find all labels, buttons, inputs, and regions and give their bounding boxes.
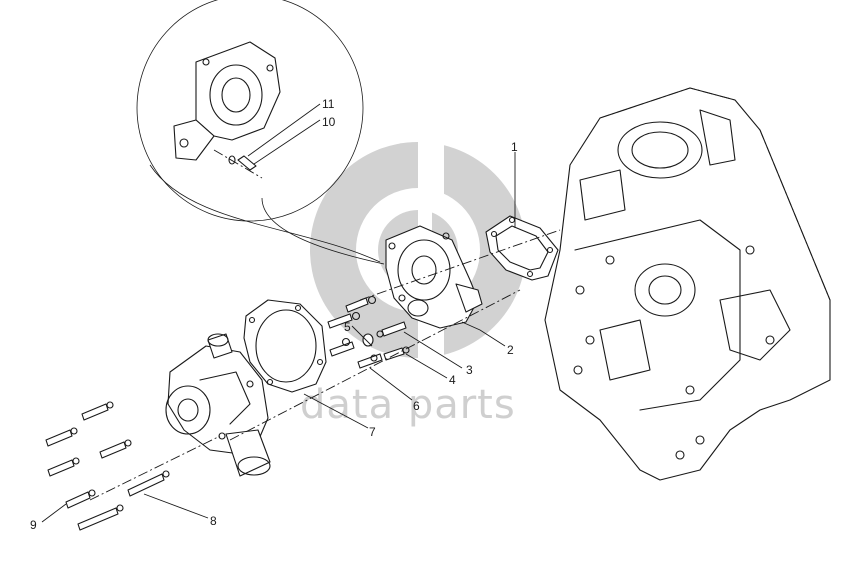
callout-4: 4 bbox=[449, 373, 456, 387]
bolt-low-5 bbox=[65, 489, 96, 509]
water-pump bbox=[165, 333, 271, 477]
bolt-low-4 bbox=[47, 457, 80, 477]
callout-5: 5 bbox=[344, 320, 351, 334]
bolt-long-9 bbox=[77, 504, 124, 531]
watermark-text: data parts bbox=[300, 382, 516, 428]
bolts-group-upper bbox=[327, 295, 410, 369]
bolt-small-1 bbox=[327, 311, 361, 329]
detail-inset bbox=[136, 0, 385, 265]
bolt-low-1 bbox=[81, 401, 114, 421]
bolt-small-3 bbox=[329, 337, 355, 357]
bolt-small-2 bbox=[345, 295, 377, 313]
callout-8: 8 bbox=[210, 514, 217, 528]
callout-6: 6 bbox=[413, 399, 420, 413]
gasket-part-7 bbox=[243, 299, 327, 393]
callout-numbers: 1 2 3 4 5 6 7 8 9 10 11 bbox=[30, 97, 518, 532]
bolt-low-2 bbox=[45, 427, 78, 447]
callout-10: 10 bbox=[322, 115, 336, 129]
bolt-small-5 bbox=[357, 353, 383, 369]
callout-7: 7 bbox=[369, 425, 376, 439]
callout-11: 11 bbox=[322, 97, 335, 111]
callout-1: 1 bbox=[511, 140, 518, 154]
leader-lines bbox=[41, 103, 516, 523]
bolt-small-6 bbox=[383, 346, 410, 361]
bolt-long-8 bbox=[127, 470, 170, 497]
washer-5 bbox=[362, 333, 374, 347]
engine-block bbox=[544, 87, 831, 481]
pump-housing-part-2 bbox=[385, 225, 483, 329]
bolts-group-lower bbox=[45, 401, 170, 531]
bolt-low-3 bbox=[99, 439, 132, 459]
callout-2: 2 bbox=[507, 343, 514, 357]
callout-9: 9 bbox=[30, 518, 37, 532]
assembly-axes bbox=[89, 229, 561, 501]
gasket-part-1 bbox=[485, 215, 559, 281]
callout-3: 3 bbox=[466, 363, 473, 377]
bolt-small-4 bbox=[376, 321, 407, 338]
